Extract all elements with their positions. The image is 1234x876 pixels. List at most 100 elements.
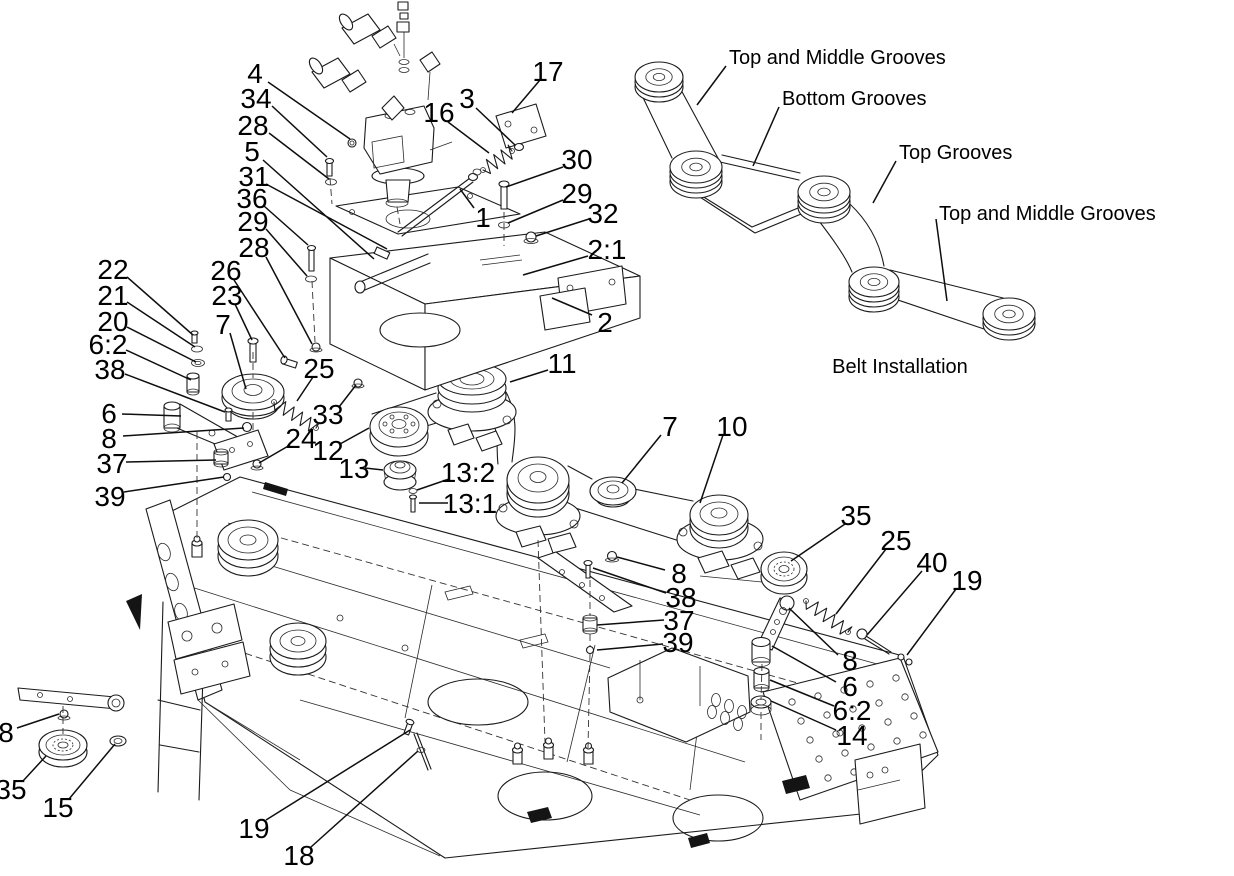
foot-plate-hole	[788, 698, 796, 706]
callout-leader	[769, 679, 835, 707]
callout-leader	[124, 373, 226, 413]
callout-leader	[122, 427, 245, 437]
callout-leader	[258, 444, 291, 464]
callout-label: 1	[475, 202, 491, 233]
callout-label: 39	[94, 481, 125, 512]
belt-groove-label: Top Grooves	[899, 142, 1012, 164]
callout-leader	[271, 105, 328, 158]
callout-label: 7	[662, 411, 678, 442]
top-hardware	[305, 138, 391, 283]
foot-plate-hole	[919, 731, 927, 739]
callout-label: 19	[238, 813, 269, 844]
callout-leader	[296, 376, 314, 402]
belt-diagram-pulley	[797, 175, 851, 224]
callout-leader	[338, 384, 357, 408]
callout-leader	[416, 478, 450, 491]
hub-13-pin-hardware	[408, 488, 418, 513]
spindle-posts	[191, 535, 595, 765]
idler-box-2-drawing	[329, 231, 641, 391]
callout-leader	[596, 619, 665, 626]
callout-leader	[229, 332, 247, 390]
callout-leader-lines	[16, 79, 957, 848]
callout-label: 21	[97, 280, 128, 311]
callout-leader	[16, 713, 60, 729]
callout-label: 14	[836, 720, 867, 751]
callout-label: 38	[94, 354, 125, 385]
callout-label: 35	[840, 500, 871, 531]
callout-leader	[22, 755, 47, 782]
deck-body-drawing	[126, 476, 939, 859]
callout-leader	[522, 255, 589, 276]
center-bracket-assembly	[537, 550, 633, 655]
belt-label-leader	[752, 106, 780, 167]
callout-leader	[126, 276, 194, 336]
bolt-19-and-rod-18	[403, 718, 432, 771]
mount-plate-drawing	[335, 168, 521, 237]
callout-label: 20	[97, 306, 128, 337]
callout-leader	[125, 459, 217, 463]
left-arm-stack-hardware	[186, 330, 233, 422]
belt-diagram-pulley	[982, 297, 1036, 341]
callout-label: 28	[237, 110, 268, 141]
belt-groove-label: Bottom Grooves	[782, 88, 927, 110]
callout-label: 8	[671, 558, 687, 589]
callout-leader	[125, 349, 192, 381]
callout-label: 37	[96, 448, 127, 479]
callout-leader	[788, 607, 839, 656]
callout-leader	[475, 107, 516, 146]
callout-label: 6	[101, 398, 117, 429]
callout-leader	[268, 132, 330, 180]
callout-label: 35	[0, 774, 27, 805]
callout-leader	[511, 79, 541, 114]
belt-groove-label: Top and Middle Grooves	[939, 203, 1156, 225]
callout-label: 6:2	[89, 329, 128, 360]
callout-leader	[263, 205, 309, 246]
callout-label: 13	[338, 453, 369, 484]
foot-plate-hole	[832, 730, 840, 738]
foot-plate-hole	[910, 712, 918, 720]
callout-leader	[339, 427, 370, 445]
callout-leader	[265, 228, 308, 277]
foot-plate-hole	[858, 724, 866, 732]
callout-label: 30	[561, 144, 592, 175]
callout-label: 36	[236, 183, 267, 214]
callout-label: 7	[215, 309, 231, 340]
callout-leader	[509, 369, 549, 383]
callout-label: 26	[210, 255, 241, 286]
belt-label-leader	[935, 218, 948, 302]
callout-label: 6	[842, 671, 858, 702]
callout-leader	[790, 523, 846, 562]
callout-label: 3	[459, 83, 475, 114]
belt-label-leader	[872, 160, 897, 204]
callout-label: 39	[662, 627, 693, 658]
callout-label: 25	[880, 525, 911, 556]
spring-coil	[482, 144, 513, 175]
callout-label: 8	[101, 423, 117, 454]
callout-label: 13:2	[441, 457, 496, 488]
flat-idler-pulley-12	[369, 406, 429, 457]
callout-leader	[505, 166, 564, 188]
foot-plate-hole	[893, 737, 901, 745]
callout-leader	[770, 700, 837, 731]
callout-label: 29	[237, 206, 268, 237]
foot-plate-hole	[849, 705, 857, 713]
callout-label: 37	[663, 605, 694, 636]
callout-label: 5	[244, 136, 260, 167]
callout-leader	[265, 183, 388, 250]
callout-label: 4	[247, 58, 263, 89]
callout-label: 22	[97, 254, 128, 285]
callout-label: 6:2	[833, 695, 872, 726]
foot-plate-hole	[815, 755, 823, 763]
foot-plate-hole	[806, 736, 814, 744]
callout-label: 8	[842, 645, 858, 676]
callout-label: 25	[303, 353, 334, 384]
callout-leader	[447, 121, 490, 154]
callout-leader	[621, 434, 662, 484]
callout-label: 29	[561, 178, 592, 209]
foot-plate-hole	[892, 674, 900, 682]
springs-layer	[271, 144, 853, 635]
tower-oval-holes	[707, 693, 747, 731]
belt-diagram-pulley	[634, 61, 684, 103]
